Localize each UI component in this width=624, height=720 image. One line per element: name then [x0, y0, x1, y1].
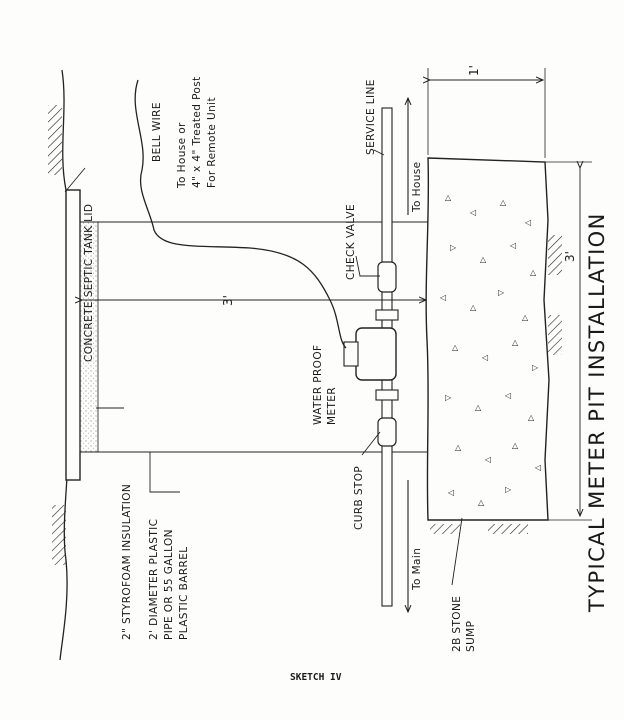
svg-text:◁: ◁	[447, 488, 454, 497]
svg-text:△: △	[455, 443, 462, 452]
to-house-post-label-1: To House or	[176, 122, 188, 189]
to-main-label: To Main	[411, 548, 423, 591]
sump-width-label: 3'	[563, 251, 577, 262]
coupling-upper	[375, 309, 399, 321]
svg-text:△: △	[452, 343, 459, 352]
stone-sump-aggregate: △ ◁ △ ◁ ▷ △ ◁ △ ◁ △ ▷ △ △ ◁ △ ▷ ▷ △ ◁ △ △ ◁ △ ◁ ◁ △ ▷	[439, 193, 541, 507]
svg-text:◁: ◁	[504, 391, 511, 400]
lid-leader	[64, 167, 86, 193]
sump-depth-label: 1'	[467, 65, 481, 76]
service-line-leader	[373, 149, 385, 156]
sump-hatch-bottom-b	[488, 524, 528, 534]
curb-stop-label: CURB STOP	[353, 466, 365, 530]
svg-text:△: △	[478, 498, 485, 507]
svg-text:△: △	[512, 338, 519, 347]
sump-label-2: SUMP	[465, 621, 477, 652]
to-house-post-label-2: 4" x 4" Treated Post	[191, 76, 203, 188]
svg-text:△: △	[512, 441, 519, 450]
sump-hatch-bottom-a	[430, 524, 460, 534]
sketch-caption: SKETCH IV	[290, 672, 342, 683]
svg-text:◁: ◁	[469, 208, 476, 217]
lid-label: CONCRETE SEPTIC TANK LID	[83, 204, 95, 362]
check-valve-body	[377, 261, 397, 293]
barrel-leader	[149, 452, 180, 493]
pipe-label-2: PIPE OR 55 GALLON	[163, 529, 175, 640]
meter-register	[343, 341, 359, 367]
svg-text:△: △	[522, 313, 529, 322]
svg-text:◁: ◁	[534, 463, 541, 472]
diagram-title: TYPICAL METER PIT INSTALLATION	[585, 212, 609, 613]
meter-label-2: METER	[326, 387, 338, 425]
sump-hatch-top	[548, 235, 562, 275]
styrofoam-label: 2" STYROFOAM INSULATION	[121, 484, 133, 640]
svg-text:△: △	[530, 268, 537, 277]
sump-hatch-mid	[548, 315, 562, 355]
svg-text:▷: ▷	[445, 393, 452, 402]
ground-hatch-bottom	[52, 505, 66, 565]
pit-width-label: 3'	[221, 295, 235, 306]
stone-sump	[425, 157, 550, 521]
bell-wire-label: BELL WIRE	[151, 102, 163, 162]
svg-text:◁: ◁	[439, 293, 446, 302]
svg-text:△: △	[470, 303, 477, 312]
pipe-label-3: PLASTIC BARREL	[178, 546, 190, 640]
svg-text:△: △	[528, 413, 535, 422]
svg-text:△: △	[500, 198, 507, 207]
check-valve-leader	[355, 255, 380, 277]
svg-text:△: △	[445, 193, 452, 202]
ground-hatch-top	[48, 105, 62, 175]
service-line-label: SERVICE LINE	[365, 79, 377, 155]
svg-text:▷: ▷	[505, 485, 512, 494]
to-house-post-label-3: For Remote Unit	[206, 97, 218, 188]
svg-text:△: △	[480, 255, 487, 264]
meter-label-1: WATER PROOF	[312, 345, 324, 425]
bell-wire	[134, 79, 347, 349]
svg-text:▷: ▷	[450, 243, 457, 252]
svg-text:◁: ◁	[509, 241, 516, 250]
svg-text:◁: ◁	[524, 218, 531, 227]
pipe-label-1: 2' DIAMETER PLASTIC	[148, 519, 160, 640]
coupling-lower	[375, 389, 399, 401]
sump-label-1: 2B STONE	[451, 596, 463, 652]
to-house-label: To House	[411, 162, 423, 214]
svg-text:▷: ▷	[532, 363, 539, 372]
svg-text:▷: ▷	[498, 288, 505, 297]
concrete-lid	[65, 189, 81, 481]
svg-text:△: △	[475, 403, 482, 412]
svg-text:◁: ◁	[481, 353, 488, 362]
curb-stop-leader	[361, 431, 381, 456]
curb-stop-valve	[377, 417, 397, 447]
sump-leader	[451, 517, 463, 586]
water-proof-meter	[355, 327, 397, 381]
svg-text:◁: ◁	[484, 455, 491, 464]
check-valve-label: CHECK VALVE	[345, 204, 357, 280]
